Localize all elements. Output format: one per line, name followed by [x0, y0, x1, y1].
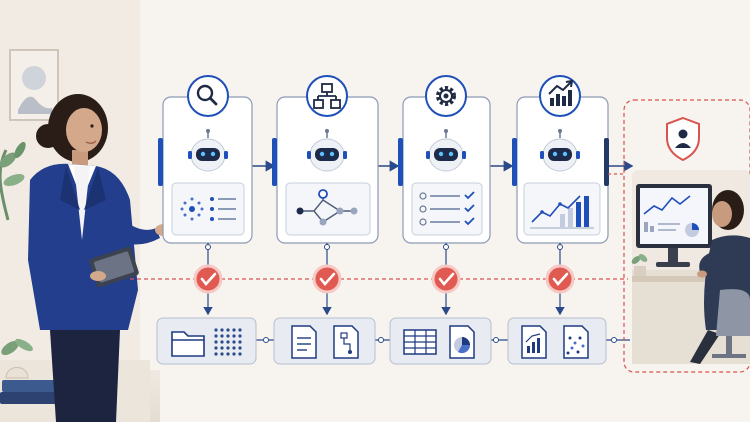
- robot-icon: [188, 129, 228, 172]
- stage-card-structure: [272, 75, 379, 244]
- robot-icon: [540, 129, 580, 172]
- checklist-panel: [411, 182, 483, 236]
- hierarchy-icon: [313, 83, 341, 109]
- reviewer-woman: [690, 190, 750, 364]
- robot-icon: [426, 129, 466, 172]
- monitor: [636, 184, 712, 267]
- output-card-4: [507, 317, 607, 365]
- scatter-document-icon: [563, 325, 589, 359]
- wall-picture: [9, 49, 59, 121]
- stage-card-analyze: [512, 75, 609, 244]
- pie-chart-document-icon: [449, 325, 475, 359]
- vertical-connectors: [203, 243, 565, 316]
- output-card-1: [156, 317, 257, 365]
- output-card-3: [389, 317, 492, 365]
- stage-card-search: [158, 75, 253, 244]
- check-icon: [312, 264, 342, 294]
- bar-chart-document-icon: [521, 325, 547, 359]
- trending-chart-icon: [548, 79, 574, 106]
- magnifier-icon: [196, 84, 218, 106]
- dot-cluster-list-panel: [171, 182, 245, 236]
- shield-user-icon: [666, 116, 700, 162]
- check-icon: [193, 264, 223, 294]
- line-bar-chart-panel: [523, 182, 601, 236]
- checkpoints: [193, 264, 575, 294]
- document-list-icon: [291, 325, 317, 359]
- robot-icon: [307, 129, 347, 172]
- folder-icon: [171, 331, 205, 357]
- document-flow-icon: [333, 325, 359, 359]
- stage-card-configure: [398, 75, 491, 244]
- gear-icon: [436, 86, 456, 106]
- table-icon: [403, 329, 437, 355]
- check-icon: [431, 264, 461, 294]
- desk-plant: [631, 254, 648, 278]
- output-card-2: [273, 317, 376, 365]
- magnifier-icon-badge: [187, 75, 229, 117]
- check-icon: [545, 264, 575, 294]
- dot-grid-icon: [214, 328, 242, 356]
- presenter-woman: [28, 94, 173, 422]
- office-chair: [712, 289, 750, 358]
- plant-left: [0, 141, 26, 221]
- node-graph-panel: [285, 182, 371, 236]
- human-review-panel: [608, 99, 750, 373]
